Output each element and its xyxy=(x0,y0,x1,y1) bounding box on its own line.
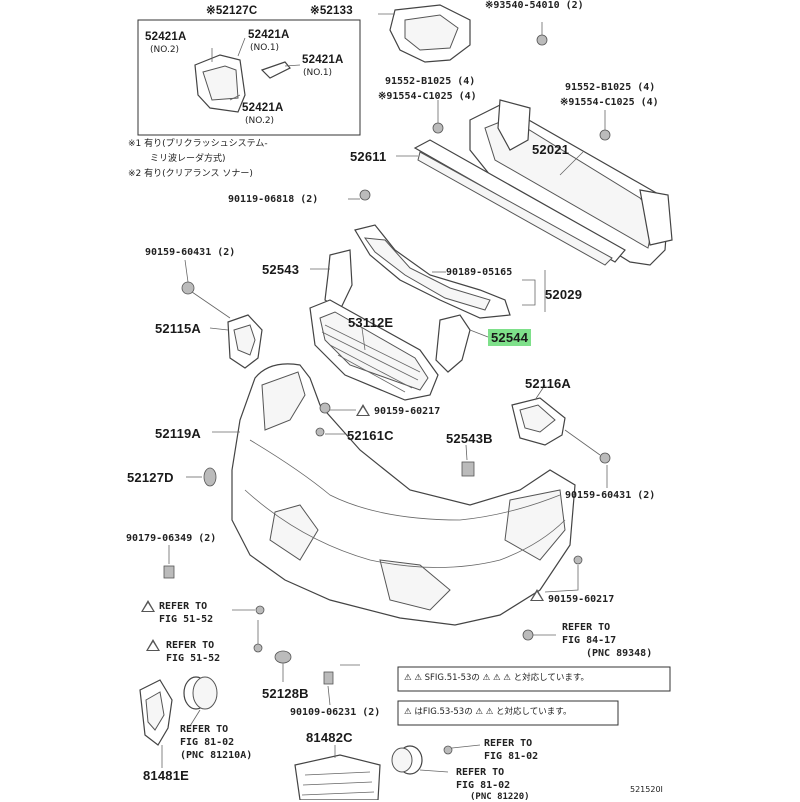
label-52421A-3: 52421A xyxy=(302,54,344,66)
label-52543: 52543 xyxy=(262,262,300,277)
refer-4-line3[interactable]: (PNC 81210A) xyxy=(180,750,253,761)
bracket-52544-part xyxy=(435,314,471,373)
warning-triangle-icon xyxy=(356,404,370,416)
bracket-52133-part xyxy=(389,4,471,63)
radiator-grille-part xyxy=(309,299,439,401)
label-81482C: 81482C xyxy=(306,730,353,745)
label-52133: ※52133 xyxy=(310,5,353,17)
refer-5-line2[interactable]: FIG 81-02 xyxy=(484,751,539,762)
label-90159-60217-top: 90159-60217 xyxy=(374,406,441,417)
refer-1-line2[interactable]: FIG 51-52 xyxy=(159,614,214,625)
label-90189: 90189-05165 xyxy=(446,267,513,278)
label-52421A-1-note: (NO.2) xyxy=(150,45,180,55)
note-box-1-text: ⚠ ⚠ SFIG.51-53の ⚠ ⚠ ⚠ と対応しています。 xyxy=(404,673,589,683)
inset-box xyxy=(137,19,361,136)
label-90159-60217-bottom: 90159-60217 xyxy=(548,594,615,605)
footnote-1b: ミリ波レーダ方式) xyxy=(150,154,226,164)
label-52119A: 52119A xyxy=(155,426,202,441)
label-52421A-3-note: (NO.1) xyxy=(303,68,333,78)
grille-81482C-part xyxy=(294,754,381,800)
cap-52127D-part xyxy=(203,467,217,487)
refer-4-line2[interactable]: FIG 81-02 xyxy=(180,737,235,748)
note-box-1 xyxy=(397,666,671,692)
note-box-2 xyxy=(397,700,619,726)
label-93540: ※93540-54010 (2) xyxy=(485,0,584,11)
label-52421A-2: 52421A xyxy=(248,29,290,41)
radar-bracket-part xyxy=(194,54,291,113)
label-91552-right: 91552-B1025 (4) xyxy=(565,82,656,93)
refer-6-line2[interactable]: FIG 81-02 xyxy=(456,780,511,791)
label-52127D: 52127D xyxy=(127,470,174,485)
footnote-2: ※2 有り(クリアランス ソナー) xyxy=(128,169,253,179)
label-52021: 52021 xyxy=(532,142,570,157)
fog-cover-81481E-part xyxy=(139,679,173,746)
label-91554-left: ※91554-C1025 (4) xyxy=(378,91,477,102)
label-52421A-4-note: (NO.2) xyxy=(245,116,275,126)
label-52128B: 52128B xyxy=(262,686,309,701)
bumper-reinforcement-part xyxy=(469,99,673,266)
clip-part xyxy=(536,34,548,46)
page-id: 521520I xyxy=(630,785,663,794)
energy-absorber-part xyxy=(413,139,626,266)
label-52611: 52611 xyxy=(350,149,387,164)
label-52421A-4: 52421A xyxy=(242,102,284,114)
warning-triangle-icon xyxy=(146,639,160,651)
refer-3-line3[interactable]: (PNC 89348) xyxy=(586,648,653,659)
label-81481E: 81481E xyxy=(143,768,190,783)
refer-2-line1[interactable]: REFER TO xyxy=(166,640,215,651)
label-90159-60431-left: 90159-60431 (2) xyxy=(145,247,236,258)
bracket-52543B-part xyxy=(461,461,475,477)
refer-1-line1[interactable]: REFER TO xyxy=(159,601,208,612)
refer-3-line1[interactable]: REFER TO xyxy=(562,622,611,633)
refer-6-line1[interactable]: REFER TO xyxy=(456,767,505,778)
fog-lamp-part xyxy=(183,676,218,710)
note-box-2-text: ⚠ はFIG.53-53の ⚠ ⚠ と対応しています。 xyxy=(404,707,572,717)
label-90109: 90109-06231 (2) xyxy=(290,707,381,718)
label-91554-right: ※91554-C1025 (4) xyxy=(560,97,659,108)
footnote-1: ※1 有り(プリクラッシュシステム- xyxy=(128,139,268,149)
label-52127C: ※52127C xyxy=(206,5,258,17)
refer-6-line3[interactable]: (PNC 81220) xyxy=(470,792,530,802)
refer-4-line1[interactable]: REFER TO xyxy=(180,724,229,735)
label-90119: 90119-06818 (2) xyxy=(228,194,319,205)
refer-3-line2[interactable]: FIG 84-17 xyxy=(562,635,617,646)
label-52421A-2-note: (NO.1) xyxy=(250,43,280,53)
cap-52128B-part xyxy=(274,650,292,664)
label-52116A: 52116A xyxy=(525,376,572,391)
label-52544-highlighted[interactable]: 52544 xyxy=(488,329,532,346)
label-52115A: 52115A xyxy=(155,321,202,336)
refer-2-line2[interactable]: FIG 51-52 xyxy=(166,653,221,664)
refer-5-line1[interactable]: REFER TO xyxy=(484,738,533,749)
label-52421A-1: 52421A xyxy=(145,31,187,43)
warning-triangle-icon xyxy=(141,600,155,612)
label-53112E: 53112E xyxy=(348,315,394,330)
label-52543B: 52543B xyxy=(446,431,493,446)
label-90159-60431-right: 90159-60431 (2) xyxy=(565,490,656,501)
side-retainer-52115A-part xyxy=(227,314,263,369)
label-91552-left: 91552-B1025 (4) xyxy=(385,76,476,87)
label-52029: 52029 xyxy=(545,287,583,302)
label-90179: 90179-06349 (2) xyxy=(126,533,217,544)
warning-triangle-icon xyxy=(530,589,544,601)
fog-lamp-right-part xyxy=(391,745,423,775)
label-52161C: 52161C xyxy=(347,428,394,443)
side-retainer-52116A-part xyxy=(511,397,566,446)
bracket-52029-part xyxy=(354,224,511,319)
